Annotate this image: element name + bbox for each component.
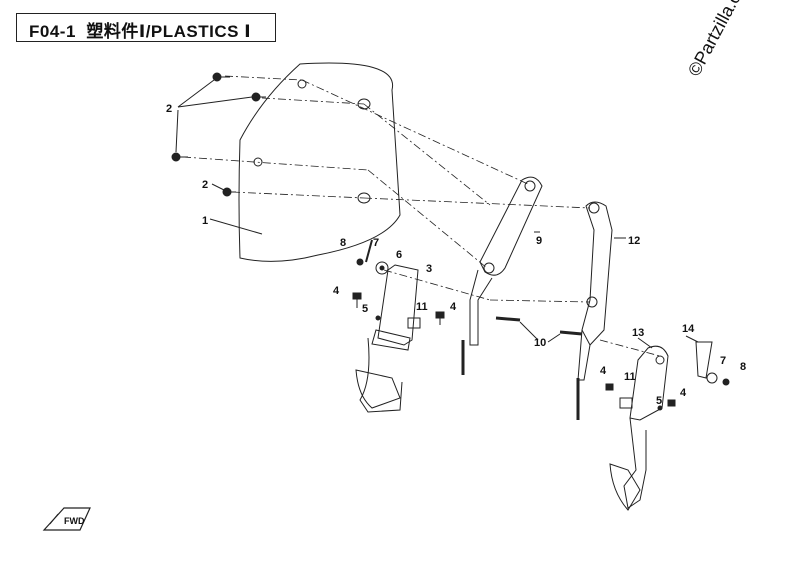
washer-part-5	[375, 315, 381, 321]
bolt-part-2	[251, 92, 266, 102]
callout-4: 4	[450, 301, 457, 313]
callout-4: 4	[680, 387, 687, 399]
callout-5: 5	[362, 303, 368, 315]
bracket-part-9	[461, 176, 543, 375]
callout-7: 7	[373, 237, 379, 249]
spacer-part-11	[407, 317, 421, 329]
bracket-part-12	[576, 201, 613, 420]
mount-part-13	[609, 345, 669, 511]
callout-13: 13	[632, 327, 644, 339]
nut-part-8	[356, 258, 364, 266]
diagram-code: F04-1	[29, 22, 76, 41]
callout-11: 11	[416, 301, 428, 313]
callout-2: 2	[202, 179, 208, 191]
knob-part-6	[375, 261, 389, 275]
callout-1: 1	[202, 215, 208, 227]
callout-14: 14	[682, 323, 695, 335]
diagram-title: F04-1 塑料件Ⅰ/PLASTICS Ⅰ	[29, 17, 251, 42]
diagram-title-text: 塑料件Ⅰ/PLASTICS Ⅰ	[86, 22, 252, 41]
stud-part-10	[559, 330, 583, 336]
callout-7: 7	[720, 355, 726, 367]
callout-8: 8	[740, 361, 746, 373]
callout-12: 12	[628, 235, 640, 247]
callout-8: 8	[340, 237, 346, 249]
callout-10: 10	[534, 337, 546, 349]
diagram-title-box: F04-1 塑料件Ⅰ/PLASTICS Ⅰ	[16, 13, 276, 42]
bolt-part-2	[222, 187, 236, 197]
assembly-guide-lines	[182, 75, 661, 357]
bolt-part-2	[171, 152, 188, 162]
stud-part-10	[495, 316, 521, 322]
nut-part-8	[722, 378, 730, 386]
windshield-part	[238, 62, 401, 262]
fwd-arrow-icon	[42, 507, 91, 531]
screw-part-4	[352, 292, 362, 308]
screw-part-4	[605, 383, 614, 391]
callout-2: 2	[166, 103, 172, 115]
callout-5: 5	[656, 395, 662, 407]
washer-part-7	[706, 372, 718, 384]
fwd-label: FWD	[64, 516, 85, 526]
screw-part-4	[667, 399, 676, 407]
callout-3: 3	[426, 263, 432, 275]
mount-part-3	[355, 264, 419, 413]
callout-9: 9	[536, 235, 542, 247]
callout-6: 6	[396, 249, 402, 261]
callout-4: 4	[333, 285, 340, 297]
washer-part-5	[657, 405, 663, 411]
callout-4: 4	[600, 365, 607, 377]
screw-part-4	[435, 311, 445, 325]
callout-11: 11	[624, 371, 636, 383]
bolt-part-2	[212, 72, 230, 82]
bracket-part-14	[695, 341, 713, 379]
